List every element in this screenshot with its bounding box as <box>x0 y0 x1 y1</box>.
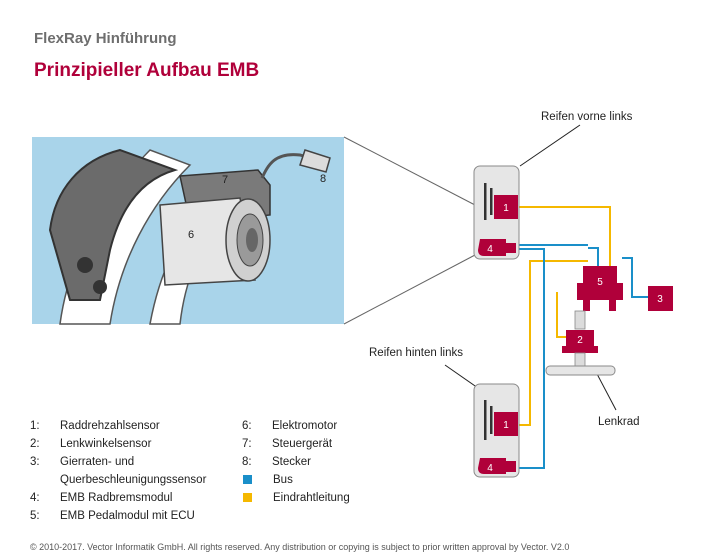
legend-item: Elektromotor <box>272 420 338 432</box>
front-module-label: 4 <box>487 244 493 255</box>
slide-title: Prinzipieller Aufbau EMB <box>34 60 260 81</box>
photo-label-motor: 6 <box>188 229 194 241</box>
rear-module-label: 4 <box>487 463 493 474</box>
slide-subtitle: FlexRay Hinführung <box>34 30 177 47</box>
callout-steering <box>595 371 617 411</box>
brake-photo: 7 6 8 <box>32 137 344 325</box>
pedal-module-label: 5 <box>597 277 603 288</box>
front-sensor-label: 1 <box>503 203 509 214</box>
single-wire-swatch <box>243 493 252 503</box>
zoom-line-top <box>343 136 476 206</box>
rear-speed-sensor <box>494 412 518 436</box>
front-speed-sensor <box>494 195 518 219</box>
pedal-module-ecu: 5 <box>577 266 623 311</box>
legend-single-wire: Eindrahtleitung <box>273 492 350 504</box>
steering-wheel <box>545 365 616 376</box>
legend-item: Raddrehzahlsensor <box>60 420 160 432</box>
zoom-line-bottom <box>343 254 476 325</box>
rear-wheel-label: Reifen hinten links <box>369 347 463 359</box>
single-wire-lines <box>518 206 611 426</box>
steering-sensor-label: 2 <box>577 335 583 346</box>
photo-label-connector: 8 <box>320 173 326 185</box>
yaw-sensor-label: 3 <box>657 294 663 305</box>
bus-lines <box>515 244 648 469</box>
legend-item: EMB Pedalmodul mit ECU <box>60 510 195 522</box>
rear-brake-module <box>478 458 516 474</box>
legend-item: Gierraten- und <box>60 456 135 468</box>
front-wheel-label: Reifen vorne links <box>541 111 633 123</box>
photo-label-ecu: 7 <box>222 174 228 186</box>
callout-rear <box>444 364 479 389</box>
rear-sensor-label: 1 <box>503 420 509 431</box>
yaw-rate-sensor <box>648 286 673 311</box>
front-brake-module <box>478 239 516 256</box>
copyright-footer: © 2010-2017. Vector Informatik GmbH. All… <box>30 542 570 552</box>
legend-item: EMB Radbremsmodul <box>60 492 173 504</box>
bus-swatch <box>243 475 252 485</box>
legend-item: Querbeschleunigungssensor <box>60 474 207 486</box>
legend-bus: Bus <box>273 474 293 486</box>
callout-front <box>519 124 581 167</box>
legend-item: Steuergerät <box>272 438 333 450</box>
legend-item: Stecker <box>272 456 311 468</box>
steering-column: 2 <box>562 310 598 368</box>
steering-wheel-label: Lenkrad <box>598 416 640 428</box>
legend-item: Lenkwinkelsensor <box>60 438 152 450</box>
